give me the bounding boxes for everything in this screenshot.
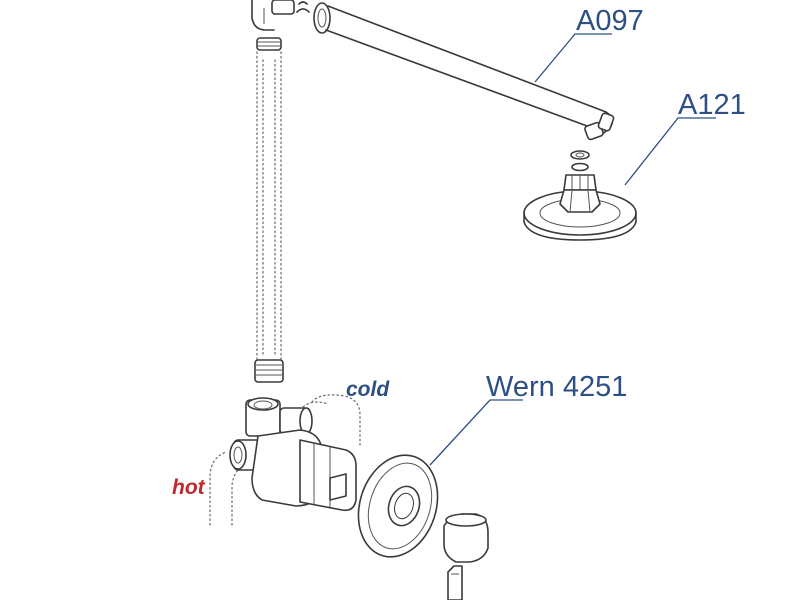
part-label-wern-4251: Wern 4251 bbox=[486, 371, 627, 403]
leader-a121 bbox=[624, 117, 716, 186]
mixer-body bbox=[209, 394, 361, 526]
part-label-a121: A121 bbox=[678, 89, 746, 121]
cold-water-label: cold bbox=[346, 378, 390, 401]
mixer-handle-knob bbox=[443, 513, 489, 600]
leader-a097 bbox=[534, 33, 612, 83]
riser-pipe-top-elbow bbox=[251, 0, 295, 31]
shower-arm-a097 bbox=[296, 1, 615, 141]
leader-wern-4251 bbox=[429, 399, 523, 466]
hot-water-label: hot bbox=[172, 476, 206, 499]
mixer-wall-plate bbox=[357, 454, 439, 558]
washer-rings bbox=[570, 150, 590, 172]
part-label-a097: A097 bbox=[576, 5, 644, 37]
riser-pipe bbox=[254, 37, 284, 383]
shower-head-a121 bbox=[523, 174, 637, 241]
